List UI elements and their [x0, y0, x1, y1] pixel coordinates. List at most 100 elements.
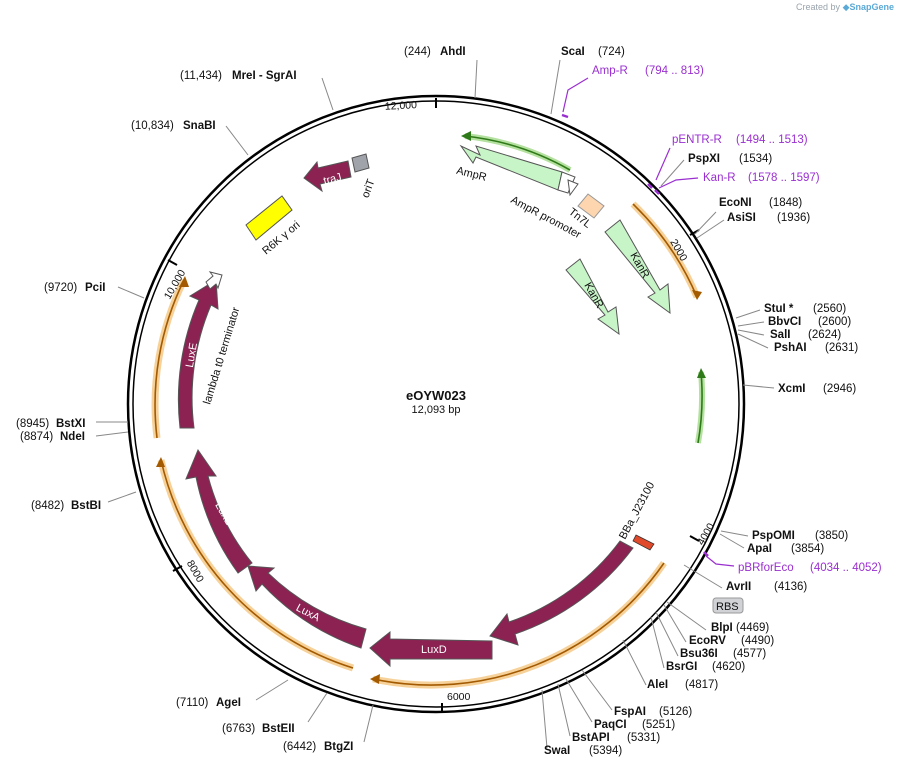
primer-name: pENTR-R [672, 134, 722, 146]
enzyme-pos: (2624) [808, 329, 841, 341]
enzyme-pos: (8482) [31, 500, 64, 512]
feature-rbs: RBS [712, 597, 744, 614]
kanR-2-arrow [565, 258, 620, 336]
leader-line [107, 491, 137, 503]
enzyme-name: StuI * [764, 303, 794, 315]
traJ-arrow [303, 160, 352, 193]
orf-arc-kan-core [632, 203, 698, 298]
enzyme-pos: (4136) [774, 581, 807, 593]
leader-line [255, 679, 289, 701]
orf-arc-left-upper-core [154, 279, 185, 439]
primer-leader [705, 555, 735, 567]
leader-line [650, 616, 665, 669]
enzyme-pos: (8874) [20, 431, 53, 443]
leader-line [737, 321, 765, 327]
enzyme-pos: (4817) [685, 679, 718, 691]
enzyme-name: PaqCI [594, 719, 627, 731]
luxD-label: LuxD [421, 644, 447, 656]
leader-line [683, 564, 723, 589]
luxD-arrow [369, 630, 493, 668]
feature-luxB: LuxB [185, 448, 253, 574]
primer-leader [562, 77, 589, 113]
orf-arc-kan [630, 201, 701, 299]
leader-line [474, 59, 478, 99]
enzyme-pos: (6763) [222, 723, 255, 735]
orf-arc-left-lower-core [160, 459, 354, 669]
enzyme-pos: (10,834) [131, 120, 174, 132]
enzyme-name: SnaBI [183, 120, 216, 132]
traJ-label: traJ [322, 171, 343, 187]
leader-line [622, 639, 647, 686]
tick-mark [167, 259, 178, 266]
oriT-label: oriT [360, 177, 378, 199]
enzyme-name: NdeI [60, 431, 85, 443]
orf-arrowhead [692, 290, 702, 300]
orf-arc-top-core [464, 135, 571, 171]
enzyme-name: AhdI [440, 46, 466, 58]
ampR-promoter-head [567, 179, 579, 197]
tn7L-box [577, 193, 605, 219]
leader-line [95, 431, 129, 437]
rbs-badge [712, 597, 744, 614]
enzyme-name: Bsu36I [680, 648, 718, 660]
enzyme-pos: (4620) [712, 661, 745, 673]
feature-ampR: AmpR [455, 144, 563, 191]
enzyme-name: BbvCI [768, 316, 801, 328]
enzyme-pos: (8945) [16, 418, 49, 430]
enzyme-pos: (5251) [642, 719, 675, 731]
enzyme-pos: (7110) [176, 697, 209, 709]
enzyme-name: AgeI [216, 697, 241, 709]
tick-label: 6000 [447, 691, 471, 703]
leader-line [735, 309, 761, 319]
enzyme-pos: (244) [404, 46, 431, 58]
ampR-promoter-arrow [557, 171, 576, 194]
feature-luxD: LuxD [369, 630, 493, 668]
enzyme-name: PshAI [774, 342, 807, 354]
enzyme-name: PciI [85, 282, 105, 294]
orf-arrowhead [156, 457, 165, 467]
credit-brand: SnapGene [849, 2, 894, 12]
feature-kanR-2: KanR [565, 258, 620, 336]
enzyme-pos: (5394) [589, 745, 622, 757]
enzyme-name: BtgZI [324, 741, 353, 753]
primer-name: Kan-R [703, 172, 736, 184]
tick-mark [172, 565, 183, 572]
leader-line [696, 219, 725, 239]
orf-arrowhead-green [697, 368, 706, 378]
primer-tick [647, 183, 653, 189]
bba-j23100-marker [632, 534, 655, 551]
primer-tick [703, 551, 709, 557]
feature-luxE: LuxE [177, 279, 219, 429]
primer-leader [655, 147, 671, 181]
enzyme-name: EcoNI [719, 197, 752, 209]
ampR-label: AmpR [455, 165, 488, 184]
feature-luxC: LuxC [489, 540, 634, 646]
plasmid-name: eOYW023 [406, 388, 466, 403]
enzyme-name: AvrII [726, 581, 751, 593]
plasmid-size: 12,093 bp [412, 404, 461, 416]
enzyme-pos: (11,434) [180, 70, 222, 82]
bba-j23100-label: BBa_J23100 [617, 480, 657, 541]
luxC-arrow [489, 540, 634, 646]
enzyme-name: SwaI [544, 745, 570, 757]
orf-arc-lux-core [372, 562, 665, 686]
enzyme-name: MreI - SgrAI [232, 70, 297, 82]
leader-line [550, 59, 561, 115]
oriT-box [351, 153, 370, 173]
lambda-t0-label: lambda t0 terminator [201, 306, 242, 406]
luxE-label: LuxE [184, 342, 200, 369]
primer-name: pBRforEco [738, 562, 794, 574]
feature-r6k-ori: R6K γ ori [245, 195, 303, 257]
enzyme-pos: (2560) [813, 303, 846, 315]
enzyme-pos: (1848) [769, 197, 802, 209]
backbone-outer-ring [126, 94, 746, 714]
leader-line [541, 689, 548, 749]
tick-label: 12,000 [385, 99, 418, 113]
tick-mark [689, 535, 700, 542]
enzyme-pos: (4469) [736, 622, 769, 634]
primer-range: (1494 .. 1513) [736, 134, 808, 146]
lambda-t0-arrow [205, 271, 223, 290]
snapgene-logo-icon: ◆ [842, 2, 850, 12]
r6k-ori-box [245, 195, 293, 241]
credit-prefix: Created by [796, 2, 841, 12]
